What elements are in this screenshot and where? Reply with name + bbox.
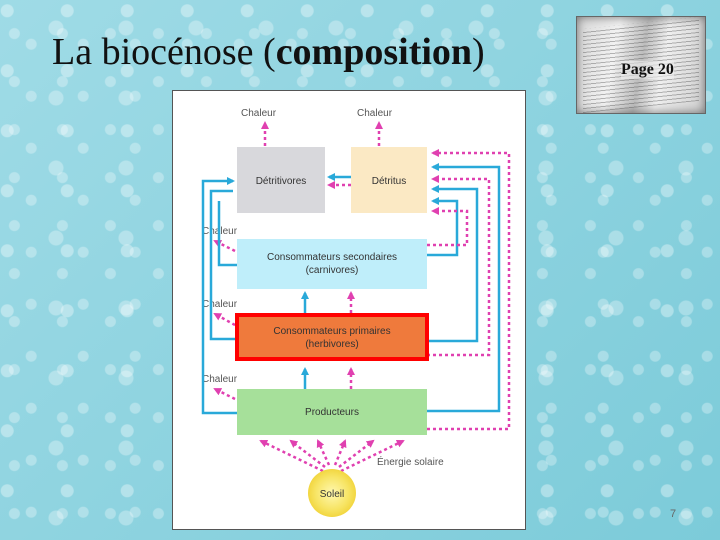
energy-producers-to-detritus xyxy=(427,149,511,431)
sun-icon xyxy=(308,469,356,517)
page-reference: Page 20 xyxy=(621,61,674,79)
label-sun: Soleil xyxy=(320,489,344,500)
box-secondary-consumers xyxy=(237,239,427,289)
slide-title: La biocénose (composition) xyxy=(52,30,485,74)
flow-secondary-to-detritivores xyxy=(217,201,237,267)
box-primary-consumers-highlighted xyxy=(235,313,429,361)
book-page-image: Page 20 xyxy=(576,16,706,114)
sun-ray-4 xyxy=(333,439,347,466)
label-primary-line2: (herbivores) xyxy=(305,339,358,350)
sun-ray-3 xyxy=(316,439,331,466)
label-detritus: Détritus xyxy=(372,176,406,187)
heat-arrow-producers xyxy=(213,387,236,401)
heat-label-top-left: Chaleur xyxy=(241,108,277,119)
flow-primary-to-detritus xyxy=(427,185,479,343)
ecosystem-diagram: Chaleur Chaleur Chaleur Chaleur Chaleur xyxy=(172,90,526,530)
slide-title-bold: composition xyxy=(275,31,473,73)
heat-label-producers: Chaleur xyxy=(202,374,238,385)
flow-primary-to-detritivores xyxy=(209,189,237,341)
flow-producers-to-detritus xyxy=(427,163,501,413)
energy-primary-to-detritus xyxy=(427,175,491,357)
diagram-canvas: Chaleur Chaleur Chaleur Chaleur Chaleur xyxy=(201,108,511,517)
heat-label-top-right: Chaleur xyxy=(357,108,393,119)
flow-secondary-to-detritus xyxy=(427,197,459,257)
energy-secondary-to-detritus xyxy=(427,207,469,247)
label-solar-energy: Énergie solaire xyxy=(377,455,444,468)
sun-ray-5 xyxy=(338,439,375,468)
flow-producers-to-detritivores xyxy=(201,177,237,415)
label-secondary-line2: (carnivores) xyxy=(306,265,359,276)
label-producers: Producteurs xyxy=(305,407,359,418)
slide-title-close: ) xyxy=(472,31,485,73)
box-detritus xyxy=(351,147,427,213)
sun-ray-2 xyxy=(289,439,326,468)
label-primary-line1: Consommateurs primaires xyxy=(273,326,390,337)
label-secondary-line1: Consommateurs secondaires xyxy=(267,252,397,263)
heat-arrow-primary xyxy=(213,312,236,327)
label-detritivores: Détritivores xyxy=(256,176,307,187)
slide-title-regular: La biocénose ( xyxy=(52,31,276,73)
box-producers xyxy=(237,389,427,435)
sun-ray-1 xyxy=(259,439,324,473)
heat-label-primary: Chaleur xyxy=(202,299,238,310)
box-detritivores xyxy=(237,147,325,213)
slide-number: 7 xyxy=(670,508,677,520)
